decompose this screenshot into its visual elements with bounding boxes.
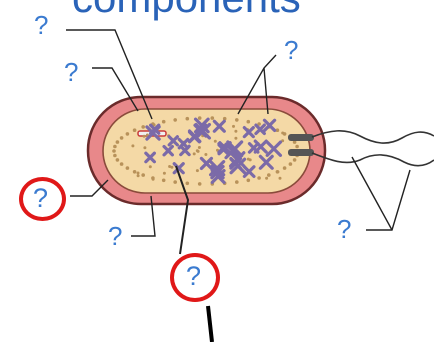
- ribosome-dot: [173, 180, 177, 184]
- ribosome-dot: [126, 132, 130, 136]
- ribosome-dot: [235, 180, 239, 184]
- ribosome-dot: [162, 179, 166, 183]
- label-top-left: ?: [34, 12, 48, 38]
- ribosome-dot: [214, 140, 217, 143]
- ribosome-dot: [137, 174, 140, 177]
- ribosome-dot: [279, 177, 282, 180]
- ribosome-dot: [113, 145, 117, 149]
- ribosome-dot: [211, 116, 215, 120]
- ribosome-dot: [295, 145, 299, 149]
- flagellum-base-bottom: [288, 149, 314, 156]
- flagellum-top: [312, 131, 434, 143]
- ribosome-dot: [143, 146, 146, 149]
- ribosome-dot: [247, 120, 251, 124]
- ribosome-dot: [196, 169, 199, 172]
- ribosome-dot: [116, 158, 120, 162]
- ribosome-dot: [267, 173, 271, 177]
- ribosome-dot: [193, 152, 196, 155]
- ribosome-dot: [247, 179, 251, 183]
- ribosome-dot: [283, 166, 287, 170]
- label-bottom-center: ?: [186, 263, 201, 290]
- label-flagella: ?: [337, 216, 351, 242]
- ribosome-dot: [120, 136, 124, 140]
- ribosome-dot: [116, 140, 120, 144]
- ribosome-dot: [281, 132, 284, 135]
- ribosome-dot: [162, 120, 166, 124]
- ribosome-dot: [149, 165, 152, 168]
- ribosome-dot: [234, 137, 237, 140]
- ribosome-dot: [112, 149, 116, 153]
- ribosome-dot: [141, 125, 145, 129]
- ribosome-dot: [131, 144, 134, 147]
- ribosome-dot: [186, 117, 190, 121]
- ribosome-dot: [198, 146, 201, 149]
- ribosome-dot: [276, 170, 279, 173]
- label-top-right: ?: [284, 37, 298, 63]
- ribosome-dot: [126, 166, 130, 170]
- ribosome-dot: [289, 162, 293, 166]
- ribosome-dot: [198, 182, 202, 186]
- ribosome-dot: [247, 158, 250, 161]
- ribosome-dot: [173, 118, 177, 122]
- ribosome-dot: [232, 125, 235, 128]
- ribosome-dot: [293, 158, 297, 162]
- ribosome-dot: [235, 118, 239, 122]
- ribosome-dot: [257, 176, 261, 180]
- ribosome-dot: [113, 154, 117, 158]
- label-cell-wall-left: ?: [33, 185, 48, 212]
- ribosome-dot: [133, 170, 137, 174]
- flagellum-base-top: [288, 134, 314, 141]
- ribosome-dot: [198, 116, 202, 120]
- ribosome-dot: [141, 173, 145, 177]
- pointer-stick: [208, 306, 212, 342]
- ribosome-dot: [163, 172, 166, 175]
- ribosome-dot: [143, 135, 146, 138]
- ribosome-dot: [133, 128, 137, 132]
- ribosome-dot: [196, 149, 199, 152]
- ribosome-dot: [168, 165, 171, 168]
- ribosome-dot: [137, 172, 140, 175]
- flagellum-bottom: [312, 153, 434, 166]
- ribosome-dot: [204, 153, 207, 156]
- ribosome-dot: [120, 162, 124, 166]
- ribosome-dot: [186, 182, 190, 186]
- label-upper-left: ?: [64, 59, 78, 85]
- ribosome-dot: [265, 177, 268, 180]
- ribosome-dot: [234, 130, 237, 133]
- label-lower-left: ?: [108, 223, 122, 249]
- ribosome-dot: [152, 178, 155, 181]
